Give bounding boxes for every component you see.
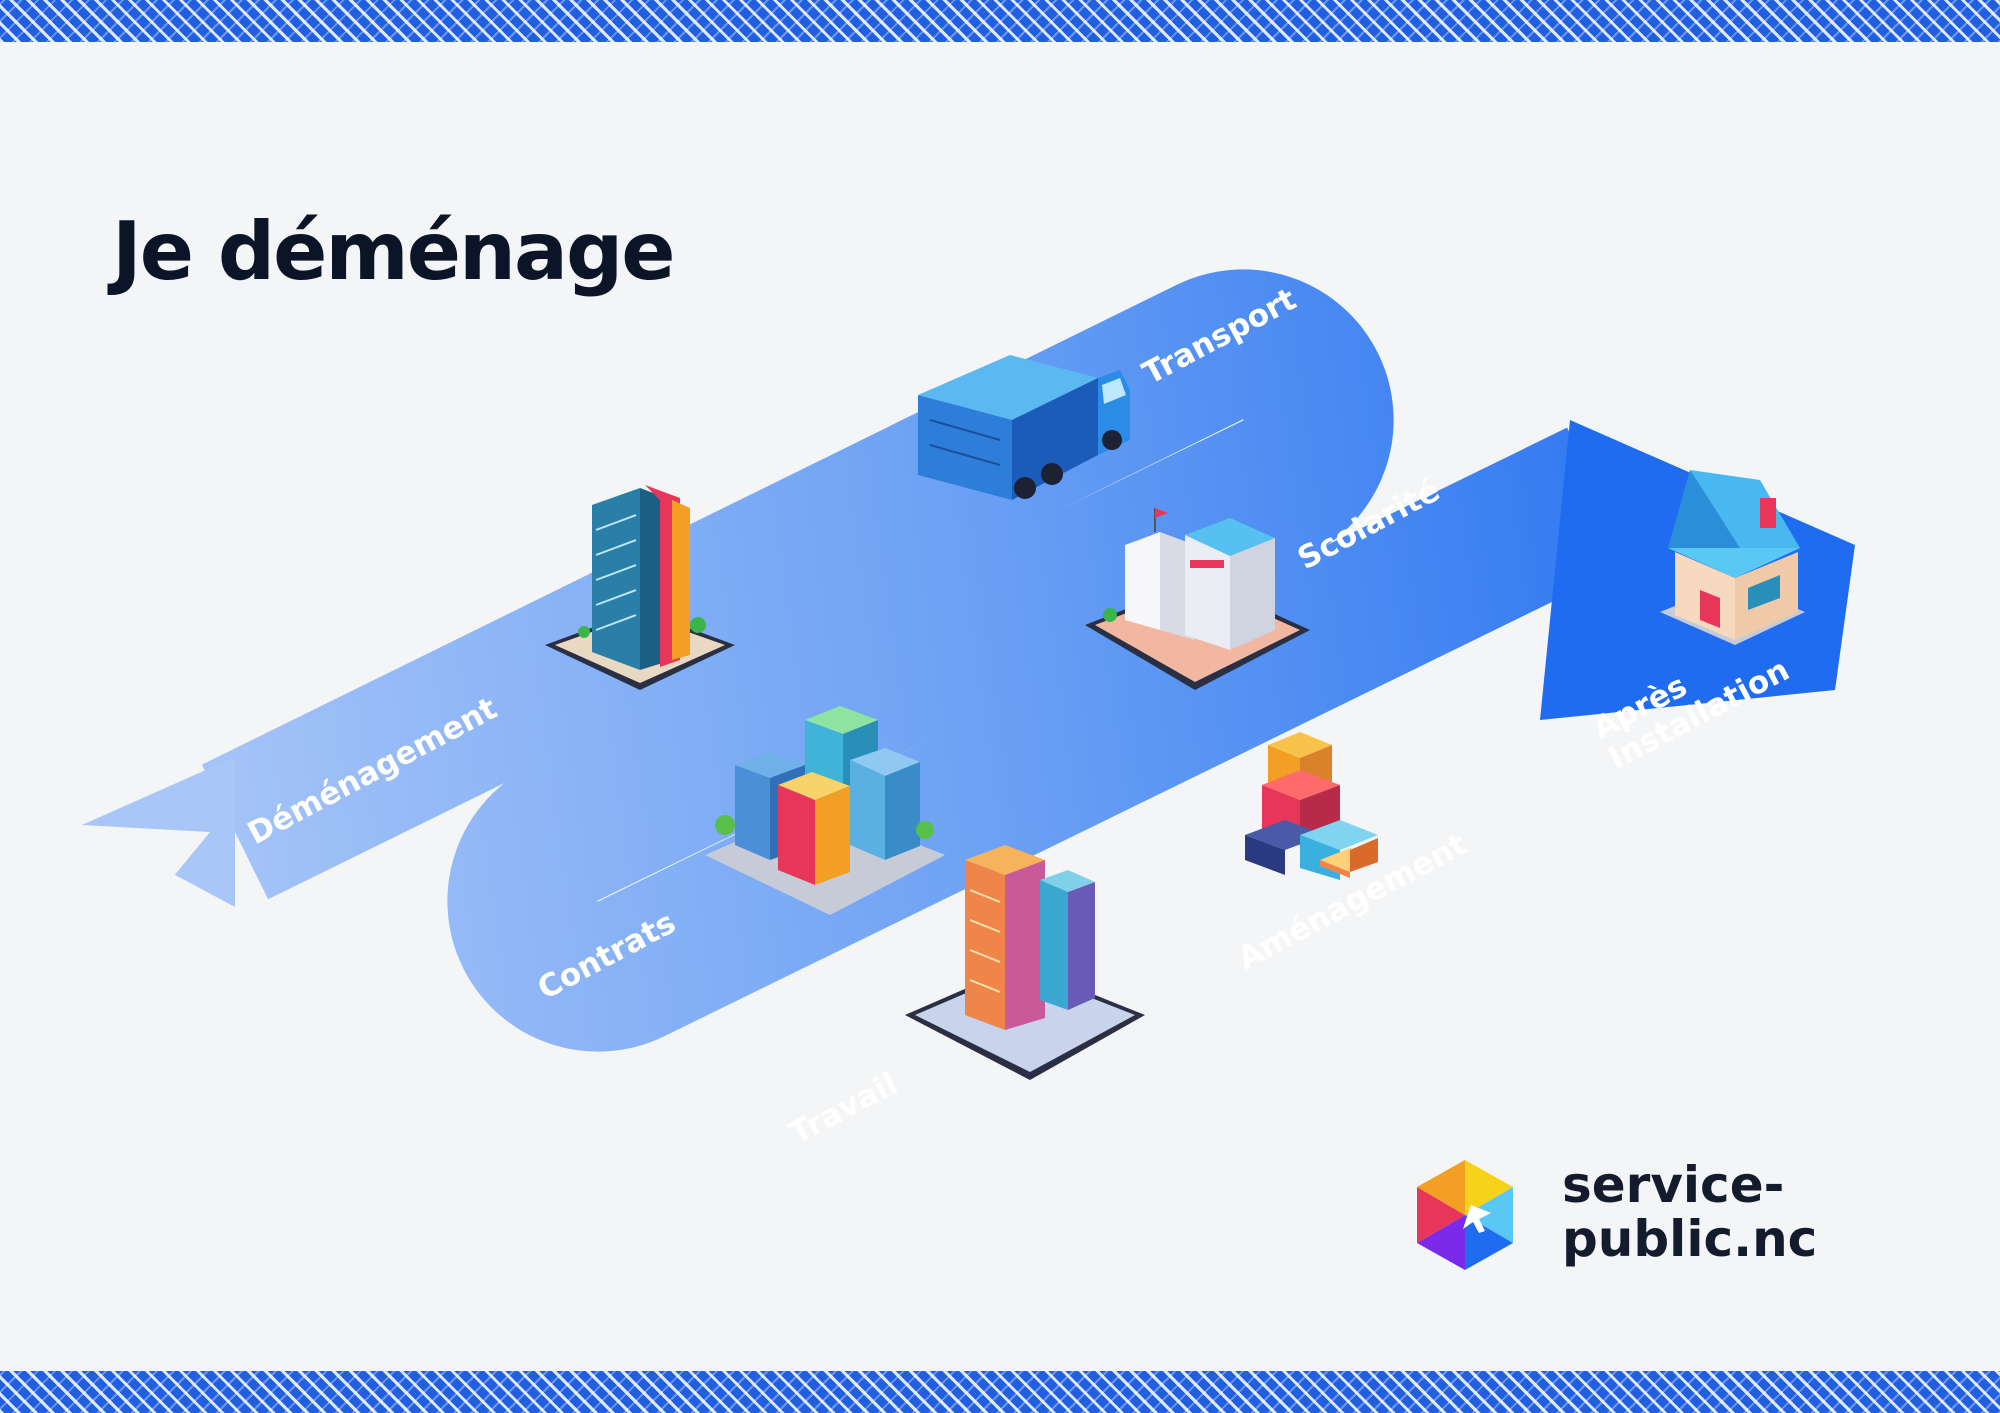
brand-line-1: service- (1562, 1156, 1785, 1214)
house-icon (1660, 470, 1805, 645)
brand-line-2: public.nc (1562, 1210, 1818, 1268)
top-pattern-band (0, 0, 2000, 42)
boxes-icon (1245, 732, 1378, 880)
journey-road (201, 269, 1633, 1052)
brand-wordmark: service- public.nc (1562, 1158, 1817, 1266)
service-public-logo-icon (1417, 1160, 1513, 1270)
office-tower-icon (545, 485, 735, 690)
page-title: Je déménage (112, 205, 675, 298)
step-label-line: Travail (784, 1066, 904, 1152)
step-label-travail: Travail (784, 1066, 904, 1152)
bottom-pattern-band (0, 1371, 2000, 1413)
apartment-blocks-icon (705, 706, 945, 915)
school-building-icon (1085, 508, 1310, 690)
office-building-icon (905, 845, 1145, 1080)
moving-truck-icon (918, 355, 1130, 500)
road-start-notch (82, 825, 210, 905)
